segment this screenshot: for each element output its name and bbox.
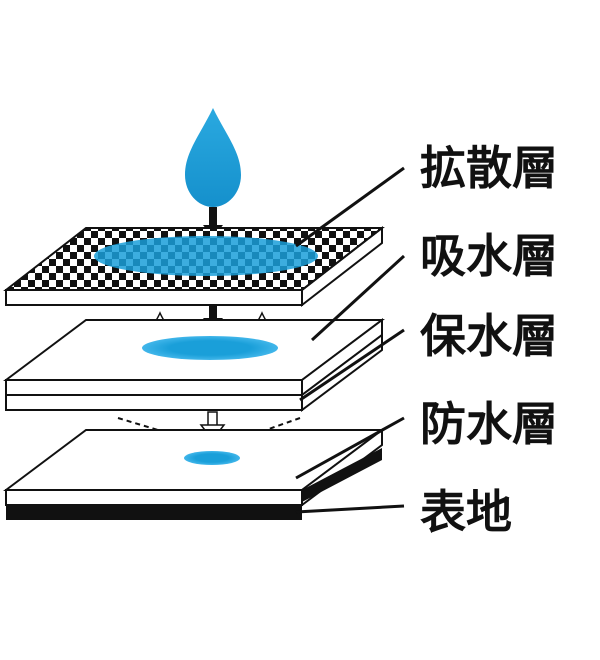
absorb-layer: [2, 318, 385, 397]
water-drop-icon: [185, 108, 241, 207]
diffusion-layer: [3, 225, 385, 308]
leader-line-absorb: [310, 254, 406, 342]
label-diffusion-layer: 拡散層: [420, 141, 558, 195]
waterproof-layer: [2, 428, 385, 507]
label-absorb-layer: 吸水層: [420, 229, 558, 283]
label-surface-layer: 表地: [420, 485, 512, 539]
leader-line-retain: [299, 328, 405, 402]
leader-line-diffusion: [295, 166, 405, 248]
surface-layer: [6, 505, 302, 520]
leader-line-surface: [295, 504, 405, 514]
label-waterproof-layer: 防水層: [420, 397, 558, 451]
label-retain-layer: 保水層: [420, 309, 558, 363]
leader-line-waterproof: [295, 416, 405, 480]
